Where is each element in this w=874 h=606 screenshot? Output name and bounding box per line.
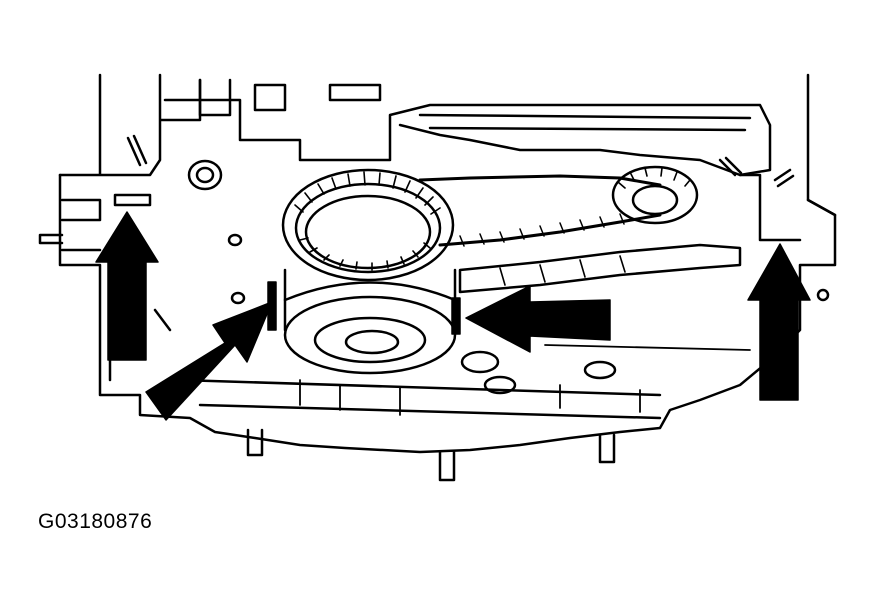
small-hole-upper <box>227 233 243 247</box>
lower-bolt-2 <box>438 450 456 482</box>
upper-cover <box>163 98 772 177</box>
cam-sprocket-ring <box>294 182 442 274</box>
right-sprocket-teeth <box>617 167 691 189</box>
left-bolt-hole-inner <box>195 166 215 184</box>
crank-pulley-front <box>283 295 457 375</box>
arrow-left-up <box>95 211 159 361</box>
right-sprocket-outer <box>611 165 699 225</box>
arrow-diagonal-up-right <box>145 301 273 421</box>
cam-sprocket-ring-2 <box>304 194 432 270</box>
cover-boss <box>198 78 382 117</box>
left-bracket <box>60 198 102 252</box>
cover-rib-1 <box>418 113 752 132</box>
right-sprocket-inner <box>631 184 679 216</box>
timing-chain-lower <box>438 213 662 247</box>
lower-bolt-3 <box>598 433 616 464</box>
left-upper-block <box>58 73 202 177</box>
cam-sprocket-outer <box>281 168 455 282</box>
marker-bar-left <box>267 281 277 331</box>
left-pin <box>126 134 148 167</box>
left-stud <box>38 233 64 245</box>
right-pin <box>773 168 795 188</box>
right-dowel <box>718 156 743 177</box>
chain-guide <box>458 243 742 294</box>
pan-boss-2 <box>483 375 517 395</box>
leader-line <box>544 344 751 351</box>
lower-bolt-1 <box>246 428 264 457</box>
crank-pulley-center <box>344 329 400 355</box>
timing-chain-links <box>459 213 625 247</box>
pan-bosses <box>299 379 641 416</box>
pan-boss-1 <box>460 350 500 374</box>
right-bolt <box>816 288 830 302</box>
cam-sprocket-teeth <box>294 171 441 271</box>
figure-code: G03180876 <box>38 510 153 533</box>
crank-pulley-rim <box>283 281 457 302</box>
arrow-right-up <box>747 243 811 401</box>
pan-boss-3 <box>583 360 617 380</box>
marker-bar-right <box>451 297 461 335</box>
crank-pulley-hub <box>313 316 427 364</box>
pan-rail <box>178 378 662 420</box>
arrow-pointing-left <box>465 285 611 353</box>
left-bolt-hole <box>187 159 223 191</box>
right-bracket <box>738 173 837 242</box>
guide-slots <box>499 255 626 286</box>
small-hole-left <box>230 291 246 305</box>
